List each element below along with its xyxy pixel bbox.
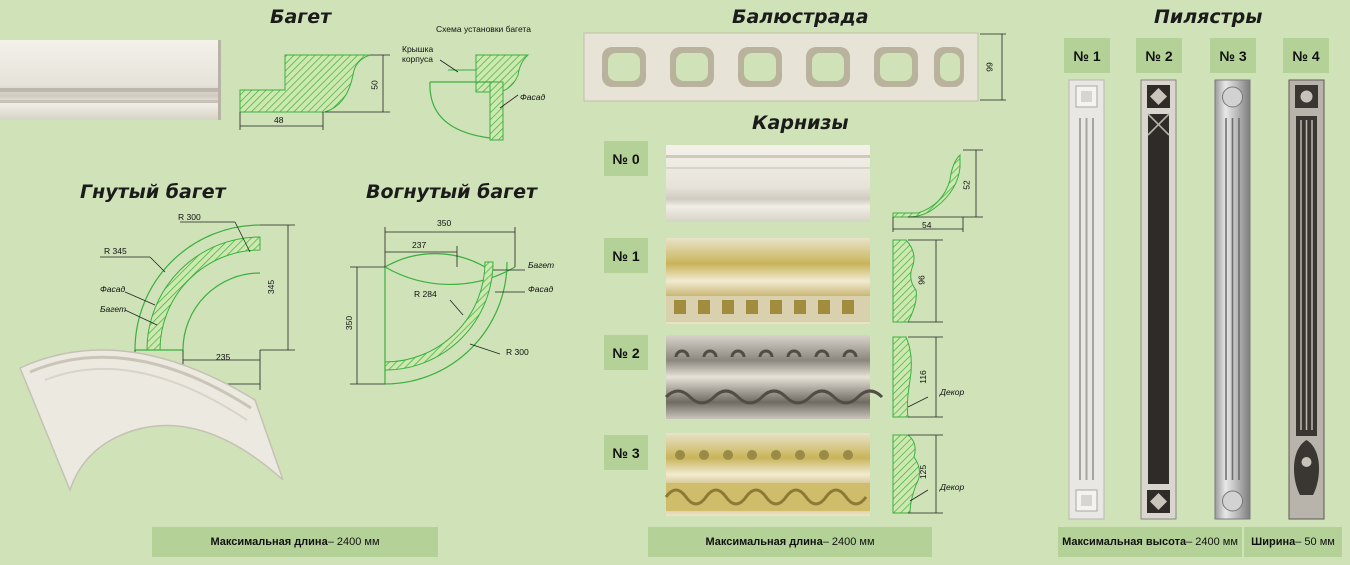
concave-label-baget: Багет (528, 260, 555, 270)
concave-r284: R 284 (414, 289, 437, 299)
bent-baget-photo (19, 349, 284, 493)
cornice-1-dim: 96 (916, 275, 927, 285)
balustrade-photo (583, 32, 979, 102)
concave-dim-350-v: 350 (344, 315, 355, 331)
baget-dim-width: 48 (274, 115, 284, 125)
pilaster-2-badge: № 2 (1136, 38, 1182, 73)
cornice-3-photo (664, 433, 870, 516)
baget-profile-drawing (239, 54, 390, 130)
cornice-1-photo (666, 238, 870, 324)
footer-middle: Максимальная длина – 2400 мм (648, 527, 932, 557)
baget-schema-drawing (429, 54, 530, 141)
baget-title: Багет (270, 6, 332, 28)
footer-right-height: Максимальная высота – 2400 мм (1058, 527, 1242, 557)
concave-dim-350-h: 350 (437, 218, 452, 228)
pilasters-title: Пилястры (1154, 6, 1263, 28)
cornice-1-profile (892, 239, 943, 323)
bent-label-facade: Фасад (100, 284, 126, 294)
cornice-1-badge: № 1 (604, 238, 648, 273)
balustrade-dim (980, 33, 1006, 101)
pilaster-4-photo (1288, 79, 1325, 520)
bent-dim-235: 235 (216, 352, 231, 362)
baget-photo (0, 40, 221, 120)
baget-dim-height: 50 (369, 80, 380, 90)
cornice-0-photo (666, 145, 870, 222)
cornice-2-dim: 116 (917, 370, 928, 384)
pilaster-4-badge: № 4 (1283, 38, 1329, 73)
balustrade-title: Балюстрада (732, 6, 869, 28)
cornice-2-photo (664, 335, 884, 419)
pilaster-3-badge: № 3 (1210, 38, 1256, 73)
footer-left: Максимальная длина – 2400 мм (152, 527, 438, 557)
bent-r345: R 345 (104, 246, 127, 256)
baget-label-lid: Крышка корпуса (402, 44, 434, 64)
footer-right-width: Ширина – 50 мм (1244, 527, 1342, 557)
cornice-2-badge: № 2 (604, 335, 648, 370)
pilaster-1-badge: № 1 (1064, 38, 1110, 73)
cornice-3-profile (892, 434, 943, 514)
cornice-0-profile (892, 149, 983, 232)
cornice-0-dim2: 54 (922, 220, 932, 230)
pilaster-1-photo (1068, 79, 1105, 520)
cornice-3-dim: 125 (918, 464, 929, 480)
bent-r300: R 300 (178, 212, 201, 222)
concave-dim-237: 237 (412, 240, 427, 250)
concave-r300: R 300 (506, 347, 529, 357)
pilaster-2-photo (1140, 79, 1177, 520)
concave-label-facade: Фасад (528, 284, 554, 294)
cornice-3-decor: Декор (940, 482, 965, 492)
baget-label-facade: Фасад (520, 92, 546, 102)
bent-dim-345-v: 345 (266, 279, 277, 295)
cornice-2-profile (892, 336, 943, 418)
baget-schema-title: Схема установки багета (436, 24, 531, 34)
pilaster-3-photo (1214, 79, 1251, 520)
cornice-0-dim: 52 (961, 180, 972, 190)
bent-label-baget: Багет (100, 304, 127, 314)
bent-title: Гнутый багет (80, 181, 226, 203)
cornice-2-decor: Декор (940, 387, 965, 397)
cornice-0-badge: № 0 (604, 141, 648, 176)
concave-title: Вогнутый багет (366, 181, 538, 203)
balustrade-dim-label: 99 (984, 62, 995, 72)
concave-drawing (350, 227, 525, 385)
cornices-title: Карнизы (752, 112, 849, 134)
cornice-3-badge: № 3 (604, 435, 648, 470)
